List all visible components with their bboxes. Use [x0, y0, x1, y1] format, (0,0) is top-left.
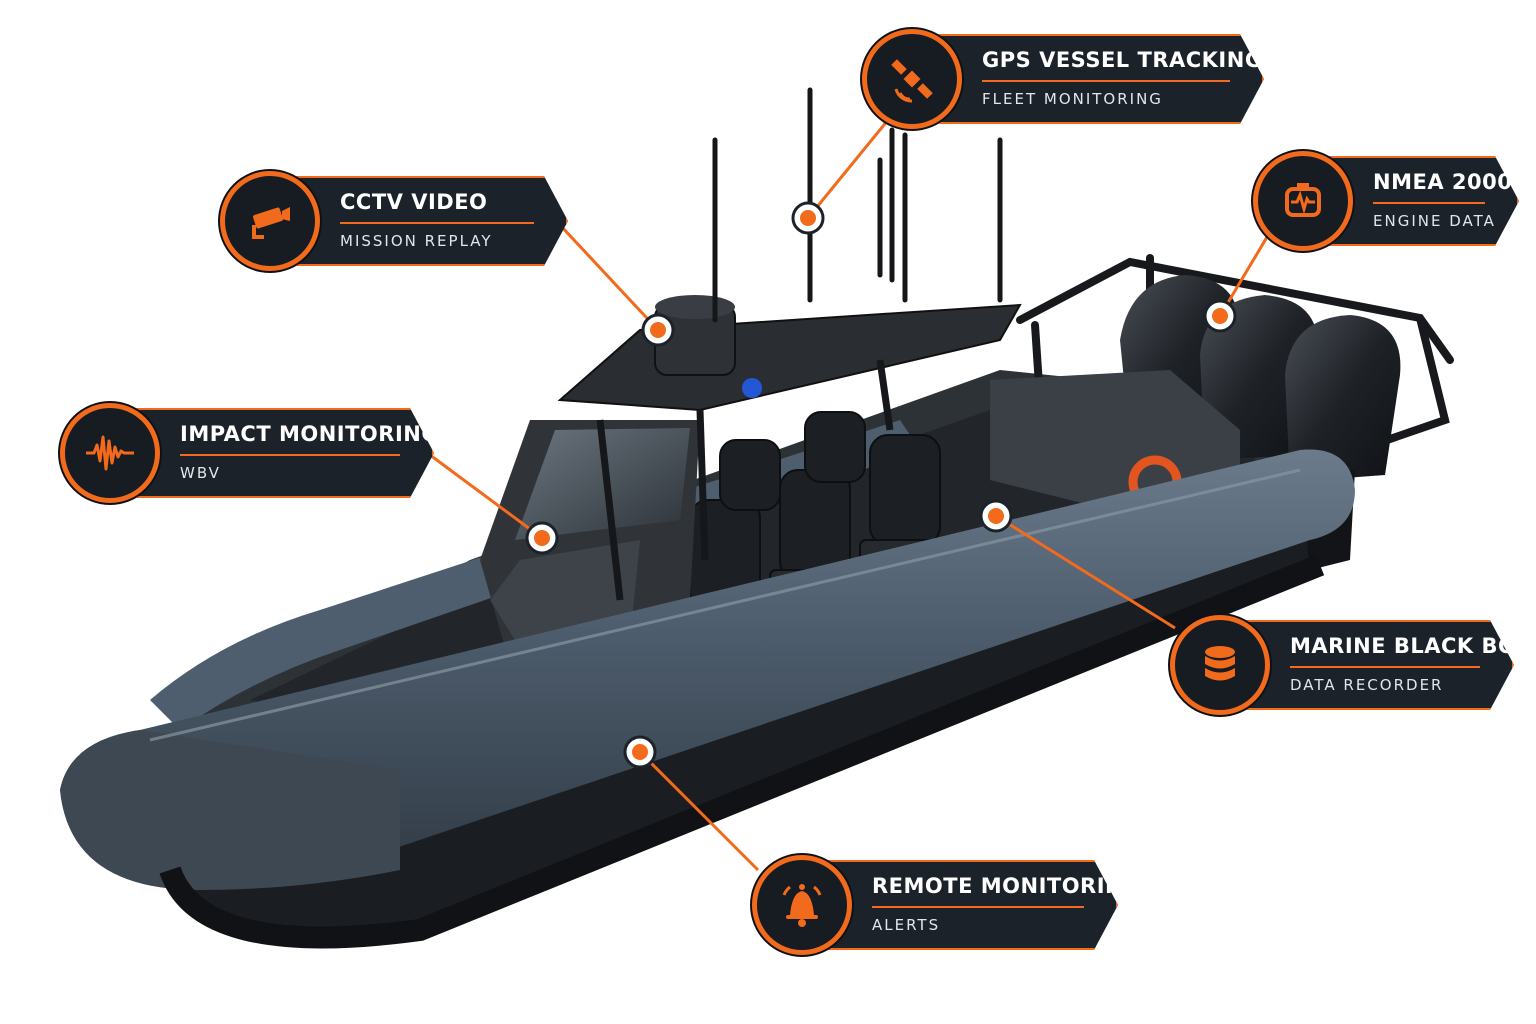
marker-remote	[623, 735, 657, 769]
marker-blackbox	[979, 499, 1013, 533]
near-tube	[60, 449, 1355, 949]
camera-icon	[220, 171, 320, 271]
callout-subtitle: DATA RECORDER	[1290, 676, 1444, 694]
callout-nmea: NMEA 2000 ENGINE DATA	[1253, 151, 1519, 251]
callout-subtitle: WBV	[180, 464, 221, 482]
callout-blackbox: MARINE BLACK BOX DATA RECORDER	[1170, 615, 1532, 715]
satellite-icon	[862, 29, 962, 129]
marker-gps	[791, 201, 825, 235]
antennas	[712, 87, 1003, 323]
target-markers	[525, 201, 1237, 769]
waveform-icon	[60, 403, 160, 503]
engine-icon	[1253, 151, 1353, 251]
callout-title: MARINE BLACK BOX	[1290, 634, 1532, 668]
callout-title: NMEA 2000	[1373, 170, 1512, 204]
marker-impact	[525, 521, 559, 555]
marker-cctv	[641, 313, 675, 347]
callout-impact: IMPACT MONITORING WBV	[60, 403, 439, 503]
callout-title: GPS VESSEL TRACKING	[982, 48, 1262, 82]
callout-title: CCTV VIDEO	[340, 190, 534, 224]
callout-subtitle: ALERTS	[872, 916, 941, 934]
database-icon	[1170, 615, 1270, 715]
callout-cctv: CCTV VIDEO MISSION REPLAY	[220, 171, 568, 271]
callout-subtitle: FLEET MONITORING	[982, 90, 1163, 108]
callout-subtitle: MISSION REPLAY	[340, 232, 493, 250]
callout-subtitle: ENGINE DATA	[1373, 212, 1496, 230]
callout-gps: GPS VESSEL TRACKING FLEET MONITORING	[862, 29, 1264, 129]
callout-remote: REMOTE MONITORING ALERTS	[752, 855, 1140, 955]
callout-title: IMPACT MONITORING	[180, 422, 439, 456]
bell-icon	[752, 855, 852, 955]
callout-title: REMOTE MONITORING	[872, 874, 1140, 908]
marker-nmea	[1203, 299, 1237, 333]
leader-lines	[429, 119, 1272, 872]
